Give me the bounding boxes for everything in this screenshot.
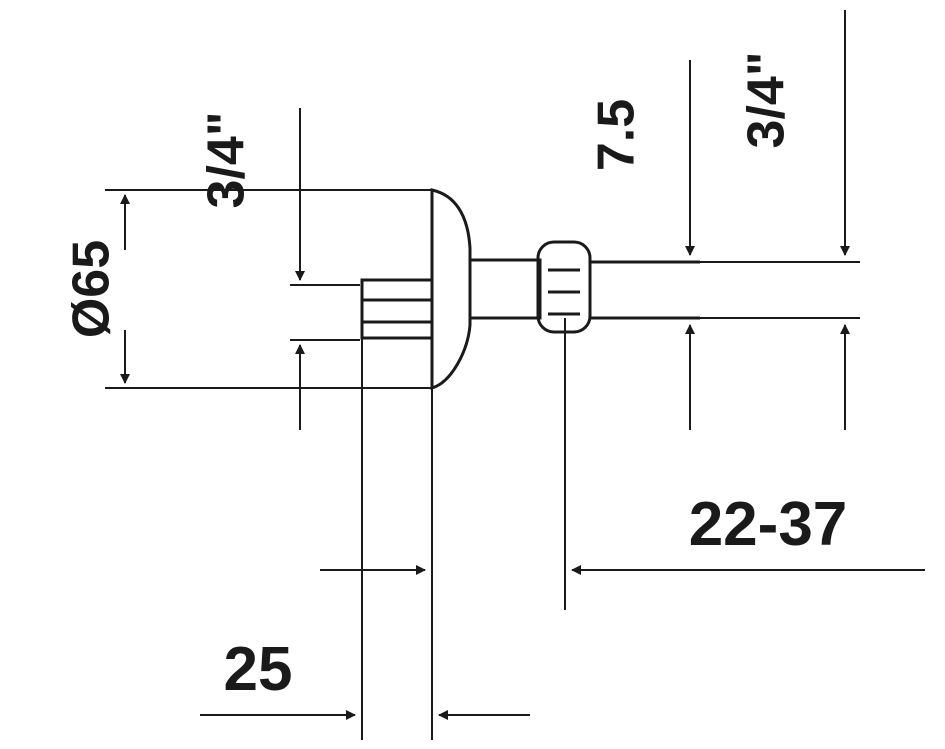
- shaft: [468, 258, 542, 320]
- pin-offset-label: 7.5: [588, 99, 646, 171]
- part-outline: [360, 188, 700, 391]
- right-thread-label: 3/4": [738, 52, 796, 149]
- projection-label: 22-37: [689, 490, 848, 559]
- rosette-hub: [360, 278, 434, 340]
- rosette-depth-label: 25: [224, 635, 293, 704]
- rosette-cap: [430, 188, 472, 391]
- diameter-label: Ø65: [63, 240, 121, 338]
- left-thread-label: 3/4": [198, 112, 256, 209]
- dimension-lines: [105, 10, 925, 740]
